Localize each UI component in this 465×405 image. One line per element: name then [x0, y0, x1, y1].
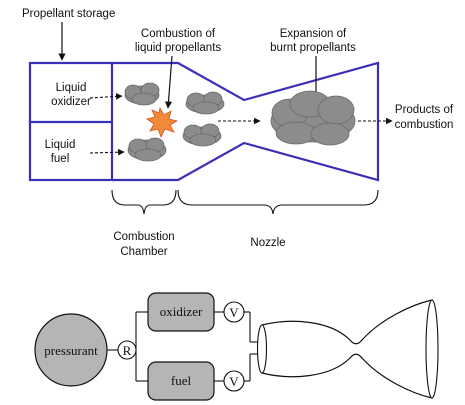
label-propellant-storage: Propellant storage	[22, 8, 115, 20]
label-expansion-line2: burnt propellants	[270, 42, 356, 54]
label-combustion-line1: Combustion of	[141, 28, 216, 40]
oxidizer-tank-label: oxidizer	[160, 304, 203, 319]
label-fuel-line2: fuel	[51, 153, 70, 165]
oxidizer-tank	[147, 292, 215, 332]
label-chamber-line1: Combustion	[113, 231, 174, 243]
label-combustion-line2: liquid propellants	[135, 42, 222, 54]
brace-nozzle	[177, 189, 379, 215]
label-products-line1: Products of	[395, 104, 454, 116]
regulator-symbol: R	[123, 343, 132, 358]
label-expansion-line1: Expansion of	[280, 28, 347, 40]
feed-system: pressurant R oxidizer fuel V V	[34, 292, 439, 401]
valve-oxidizer-symbol: V	[229, 305, 239, 320]
label-oxidizer-line2: oxidizer	[51, 96, 91, 108]
fuel-tank-label: fuel	[171, 373, 192, 388]
ignition-spark-icon	[146, 106, 179, 138]
cloud-mixing-lower	[182, 123, 222, 147]
label-nozzle: Nozzle	[250, 237, 285, 249]
label-fuel-line1: Liquid	[45, 139, 76, 151]
flow-arrow-oxidizer	[89, 93, 123, 100]
feed-piping	[106, 311, 262, 382]
engine-nozzle-outline	[261, 299, 433, 399]
cloud-oxidizer-droplets	[124, 82, 160, 106]
arrow-combustion	[164, 55, 173, 109]
regulator-icon	[117, 340, 137, 360]
label-oxidizer-line1: Liquid	[56, 82, 87, 94]
fuel-tank	[147, 361, 215, 401]
brace-combustion-chamber	[111, 189, 177, 215]
engine-schematic: Propellant storage Combustion of liquid …	[22, 8, 454, 258]
pressurant-label: pressurant	[44, 343, 98, 358]
engine-injector-face	[256, 324, 268, 374]
label-chamber-line2: Chamber	[120, 246, 167, 258]
pressurant-tank	[34, 313, 108, 387]
engine-nozzle-exit	[425, 299, 439, 399]
cloud-expansion	[270, 90, 356, 146]
cloud-mixing-upper	[185, 91, 225, 115]
cloud-fuel-droplets	[127, 137, 167, 162]
valve-fuel-symbol: V	[229, 374, 239, 389]
label-products-line2: combustion	[395, 119, 454, 131]
valve-fuel-icon	[223, 370, 245, 392]
valve-oxidizer-icon	[223, 301, 245, 323]
flow-arrow-fuel	[89, 148, 125, 156]
